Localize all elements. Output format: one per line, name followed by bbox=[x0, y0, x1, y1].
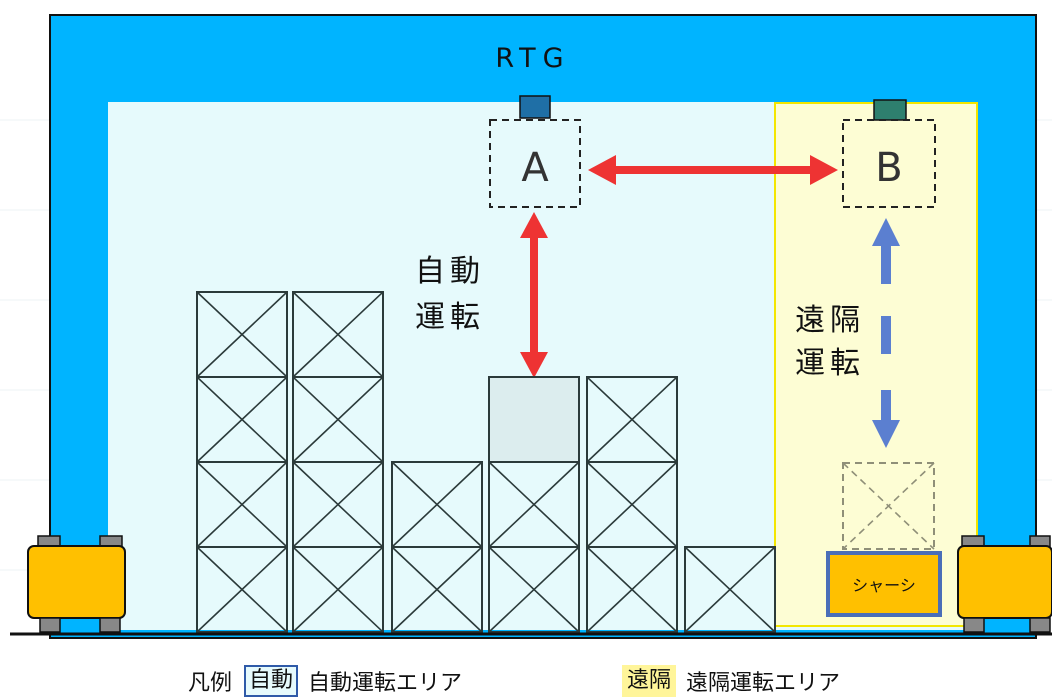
position-b-box bbox=[842, 119, 936, 208]
remote-zone-label-line2: 運転 bbox=[795, 346, 865, 381]
remote-zone-label-line1: 遠隔 bbox=[795, 303, 865, 338]
remote-vertical-arrow bbox=[872, 218, 900, 448]
legend-auto: 凡例 自動 自動運転エリア bbox=[188, 664, 462, 698]
legend-title: 凡例 bbox=[188, 671, 233, 696]
auto-vertical-arrow bbox=[520, 212, 548, 378]
container bbox=[488, 376, 580, 463]
legend-auto-box: 自動 bbox=[244, 665, 299, 697]
position-a-box bbox=[489, 119, 581, 208]
legend-remote-text: 遠隔運転エリア bbox=[686, 671, 841, 696]
container bbox=[196, 291, 288, 378]
remote-target-container bbox=[842, 462, 935, 550]
position-a-label: A bbox=[521, 145, 549, 191]
spreader-b bbox=[873, 99, 907, 121]
spreader-a bbox=[519, 95, 551, 119]
container bbox=[391, 461, 483, 548]
right-wheel-unit bbox=[957, 535, 1052, 633]
container-stacks bbox=[196, 291, 776, 633]
container bbox=[684, 546, 776, 633]
container bbox=[586, 376, 678, 463]
legend-remote: 遠隔 遠隔運転エリア bbox=[622, 664, 840, 698]
auto-zone-label-line1: 自動 bbox=[415, 254, 485, 289]
container bbox=[292, 291, 384, 378]
chassis bbox=[826, 551, 942, 617]
auto-zone-label-line2: 運転 bbox=[415, 300, 485, 335]
remote-area bbox=[774, 102, 978, 627]
auto-horizontal-arrow bbox=[588, 155, 838, 185]
rtg-frame bbox=[49, 14, 1037, 639]
chassis-label: シャーシ bbox=[852, 576, 916, 595]
position-b-label: B bbox=[875, 145, 902, 191]
left-wheel-unit bbox=[27, 535, 126, 633]
rtg-label: RTG bbox=[495, 43, 570, 74]
legend-remote-box: 遠隔 bbox=[622, 665, 677, 697]
legend-auto-text: 自動運転エリア bbox=[308, 671, 463, 696]
